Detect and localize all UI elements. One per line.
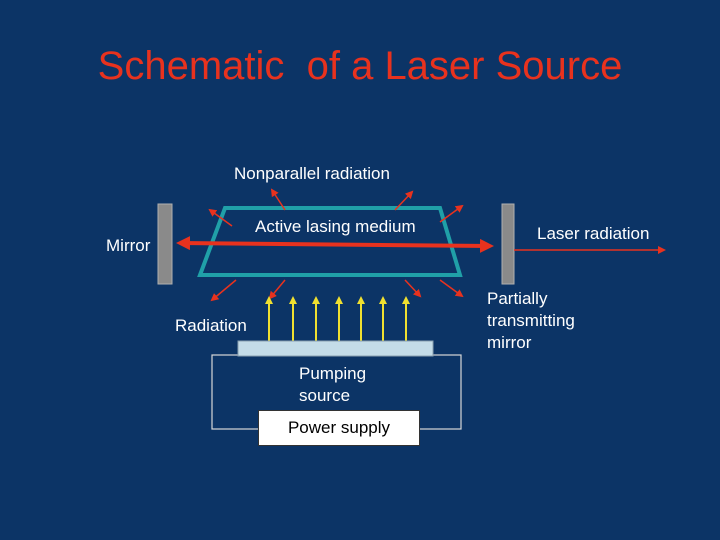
nonparallel-arrow xyxy=(394,190,414,211)
active-lasing-medium-label: Active lasing medium xyxy=(255,217,416,236)
power-supply-box: Power supply xyxy=(258,410,420,446)
nonparallel-arrow xyxy=(210,279,237,302)
nonparallel-arrow xyxy=(270,188,286,211)
partially-transmitting-mirror-label-2: transmitting xyxy=(487,311,575,330)
partially-transmitting-mirror-label-3: mirror xyxy=(487,333,532,352)
nonparallel-arrow xyxy=(268,279,286,300)
pump-arrows xyxy=(265,296,410,342)
laser-radiation-label: Laser radiation xyxy=(537,224,650,243)
radiation-label: Radiation xyxy=(175,316,247,335)
nonparallel-arrow xyxy=(208,208,233,227)
pumping-source-block xyxy=(237,340,434,357)
power-supply-label: Power supply xyxy=(287,418,391,437)
partially-transmitting-mirror xyxy=(501,203,515,285)
laser-beam xyxy=(176,236,494,253)
nonparallel-radiation-label: Nonparallel radiation xyxy=(234,164,390,183)
nonparallel-arrow xyxy=(439,279,464,298)
mirror xyxy=(157,203,173,285)
slide-title: Schematic of a Laser Source xyxy=(97,44,623,88)
pumping-source-label-2: source xyxy=(299,386,351,405)
nonparallel-arrow xyxy=(439,204,464,223)
mirror-label: Mirror xyxy=(106,236,151,255)
nonparallel-arrow xyxy=(404,279,422,298)
pumping-source-label-1: Pumping xyxy=(299,364,367,383)
partially-transmitting-mirror-label-1: Partially xyxy=(487,289,548,308)
